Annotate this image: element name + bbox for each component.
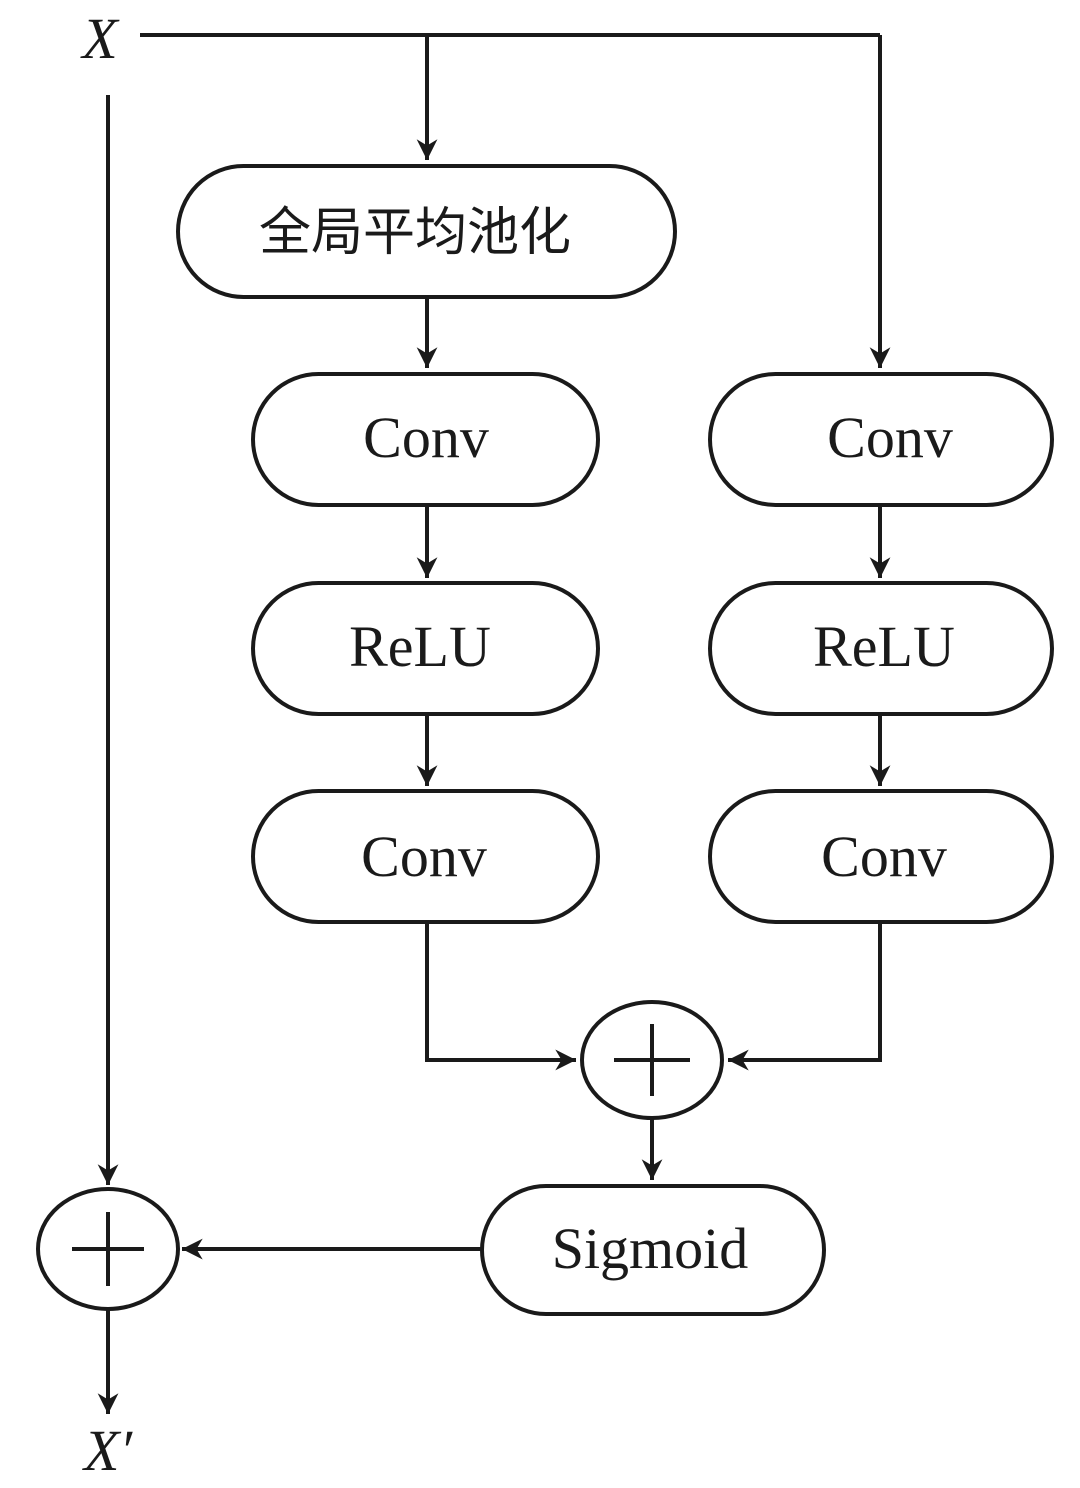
edge-left-conv2-to-sum <box>425 922 577 1071</box>
node-label: Conv <box>361 824 487 889</box>
node-sigmoid: Sigmoid <box>480 1184 826 1316</box>
node-right-conv-1: Conv <box>708 372 1054 507</box>
node-label: ReLU <box>813 614 955 679</box>
node-left-conv-2: Conv <box>251 789 600 924</box>
node-left-relu: ReLU <box>251 581 600 716</box>
node-label: Conv <box>827 405 953 470</box>
input-label: X <box>80 6 120 71</box>
sum-node-branches <box>580 1000 724 1120</box>
edge-right-conv2-to-sum <box>727 922 882 1071</box>
output-label: X′ <box>82 1418 133 1483</box>
node-right-relu: ReLU <box>708 581 1054 716</box>
sum-node-output <box>36 1187 180 1311</box>
node-left-conv-1: Conv <box>251 372 600 507</box>
node-label: Conv <box>821 824 947 889</box>
node-label: Sigmoid <box>552 1216 749 1281</box>
node-label: Conv <box>363 405 489 470</box>
node-global-average-pooling: 全局平均池化 <box>176 164 677 299</box>
node-label: ReLU <box>349 614 491 679</box>
node-right-conv-2: Conv <box>708 789 1054 924</box>
node-label: 全局平均池化 <box>259 203 571 263</box>
